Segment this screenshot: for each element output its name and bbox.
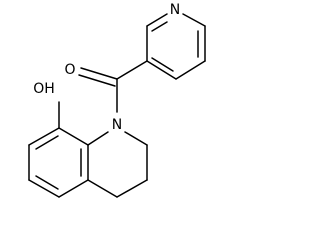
bond [87,179,118,198]
carbonyl-oxygen-label: O [64,62,75,78]
hydroxyl-label: OH [33,81,55,97]
bond [116,179,148,198]
bond [87,131,109,146]
bond [78,74,116,87]
bond [58,179,89,198]
bond [151,21,168,32]
bond [151,57,174,72]
benzene-ring [28,127,89,198]
chemical-structure: N O N OH [28,2,206,198]
bond [28,127,60,146]
saturated-ring [87,131,148,198]
bond [80,67,118,80]
bond [175,60,206,80]
bond [35,175,59,190]
carbonyl-group [78,60,148,113]
bond [146,13,168,27]
pyridine-nitrogen-label: N [170,2,180,18]
bond [28,179,60,198]
bond [35,135,59,150]
bond [182,13,206,27]
bond [124,131,148,146]
pyridine-ring [146,13,206,80]
bond [146,60,177,80]
bond [116,60,148,80]
bond [58,127,89,146]
amide-nitrogen-label: N [112,117,122,133]
